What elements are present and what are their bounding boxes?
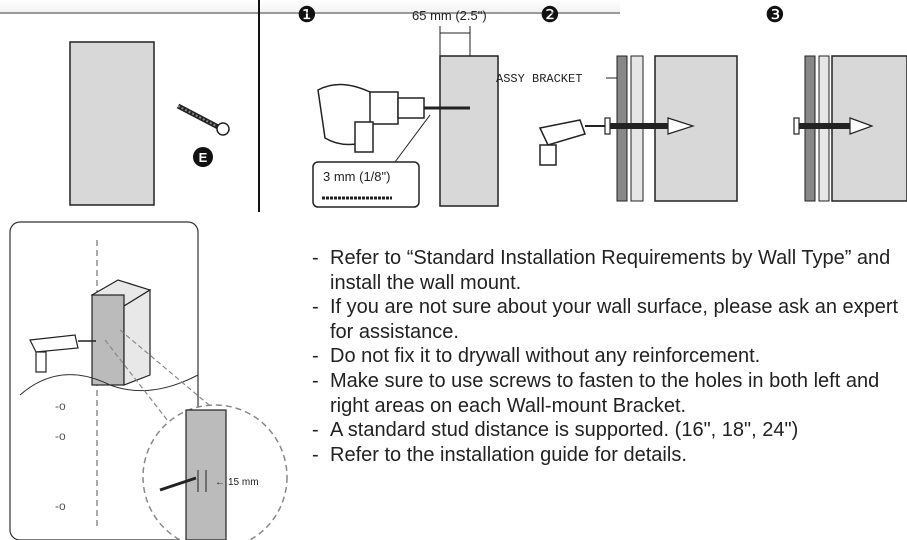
step-3-number: ❸ [765, 2, 785, 27]
drill-icon [317, 83, 470, 153]
instruction-item: -If you are not sure about your wall sur… [312, 296, 899, 343]
drill-small-icon [29, 334, 96, 373]
offset-label: 15 mm [228, 477, 259, 488]
stud-3d [91, 294, 125, 386]
screw-step3-icon [793, 117, 874, 135]
drill-depth-label: 65 mm (2.5") [412, 8, 487, 23]
part-e-badge [193, 147, 213, 167]
instruction-item: -A standard stud distance is supported. … [312, 419, 799, 442]
instruction-item: -Do not fix it to drywall without any re… [312, 345, 761, 368]
panel-divider [258, 0, 260, 212]
screw-e-icon [176, 103, 230, 136]
part-letter: E [199, 150, 208, 165]
drill-bit-callout [312, 161, 420, 208]
offset-arrow: ← [215, 477, 225, 488]
screwdriver-icon [538, 119, 605, 166]
bracket-label: ASSY BRACKET [496, 72, 582, 86]
stud-marker-2: -o [55, 429, 66, 443]
instruction-item: -Make sure to use screws to fasten to th… [312, 369, 880, 417]
instruction-item: -Refer to the installation guide for det… [312, 443, 687, 466]
screw-step2-icon [604, 117, 695, 135]
step-1-number: ❶ [297, 2, 317, 27]
stud-panel [69, 41, 155, 206]
stud-marker-1: -o [55, 399, 66, 413]
stud-marker-3: -o [55, 499, 66, 513]
wall-stud-step1 [439, 55, 499, 207]
instruction-item: -Refer to “Standard Installation Require… [312, 247, 891, 294]
instruction-list: -Refer to “Standard Installation Require… [312, 246, 907, 467]
step-2-number: ❷ [540, 2, 560, 27]
section-header-bar [0, 0, 620, 14]
drill-bit-label: 3 mm (1/8") [323, 169, 390, 184]
